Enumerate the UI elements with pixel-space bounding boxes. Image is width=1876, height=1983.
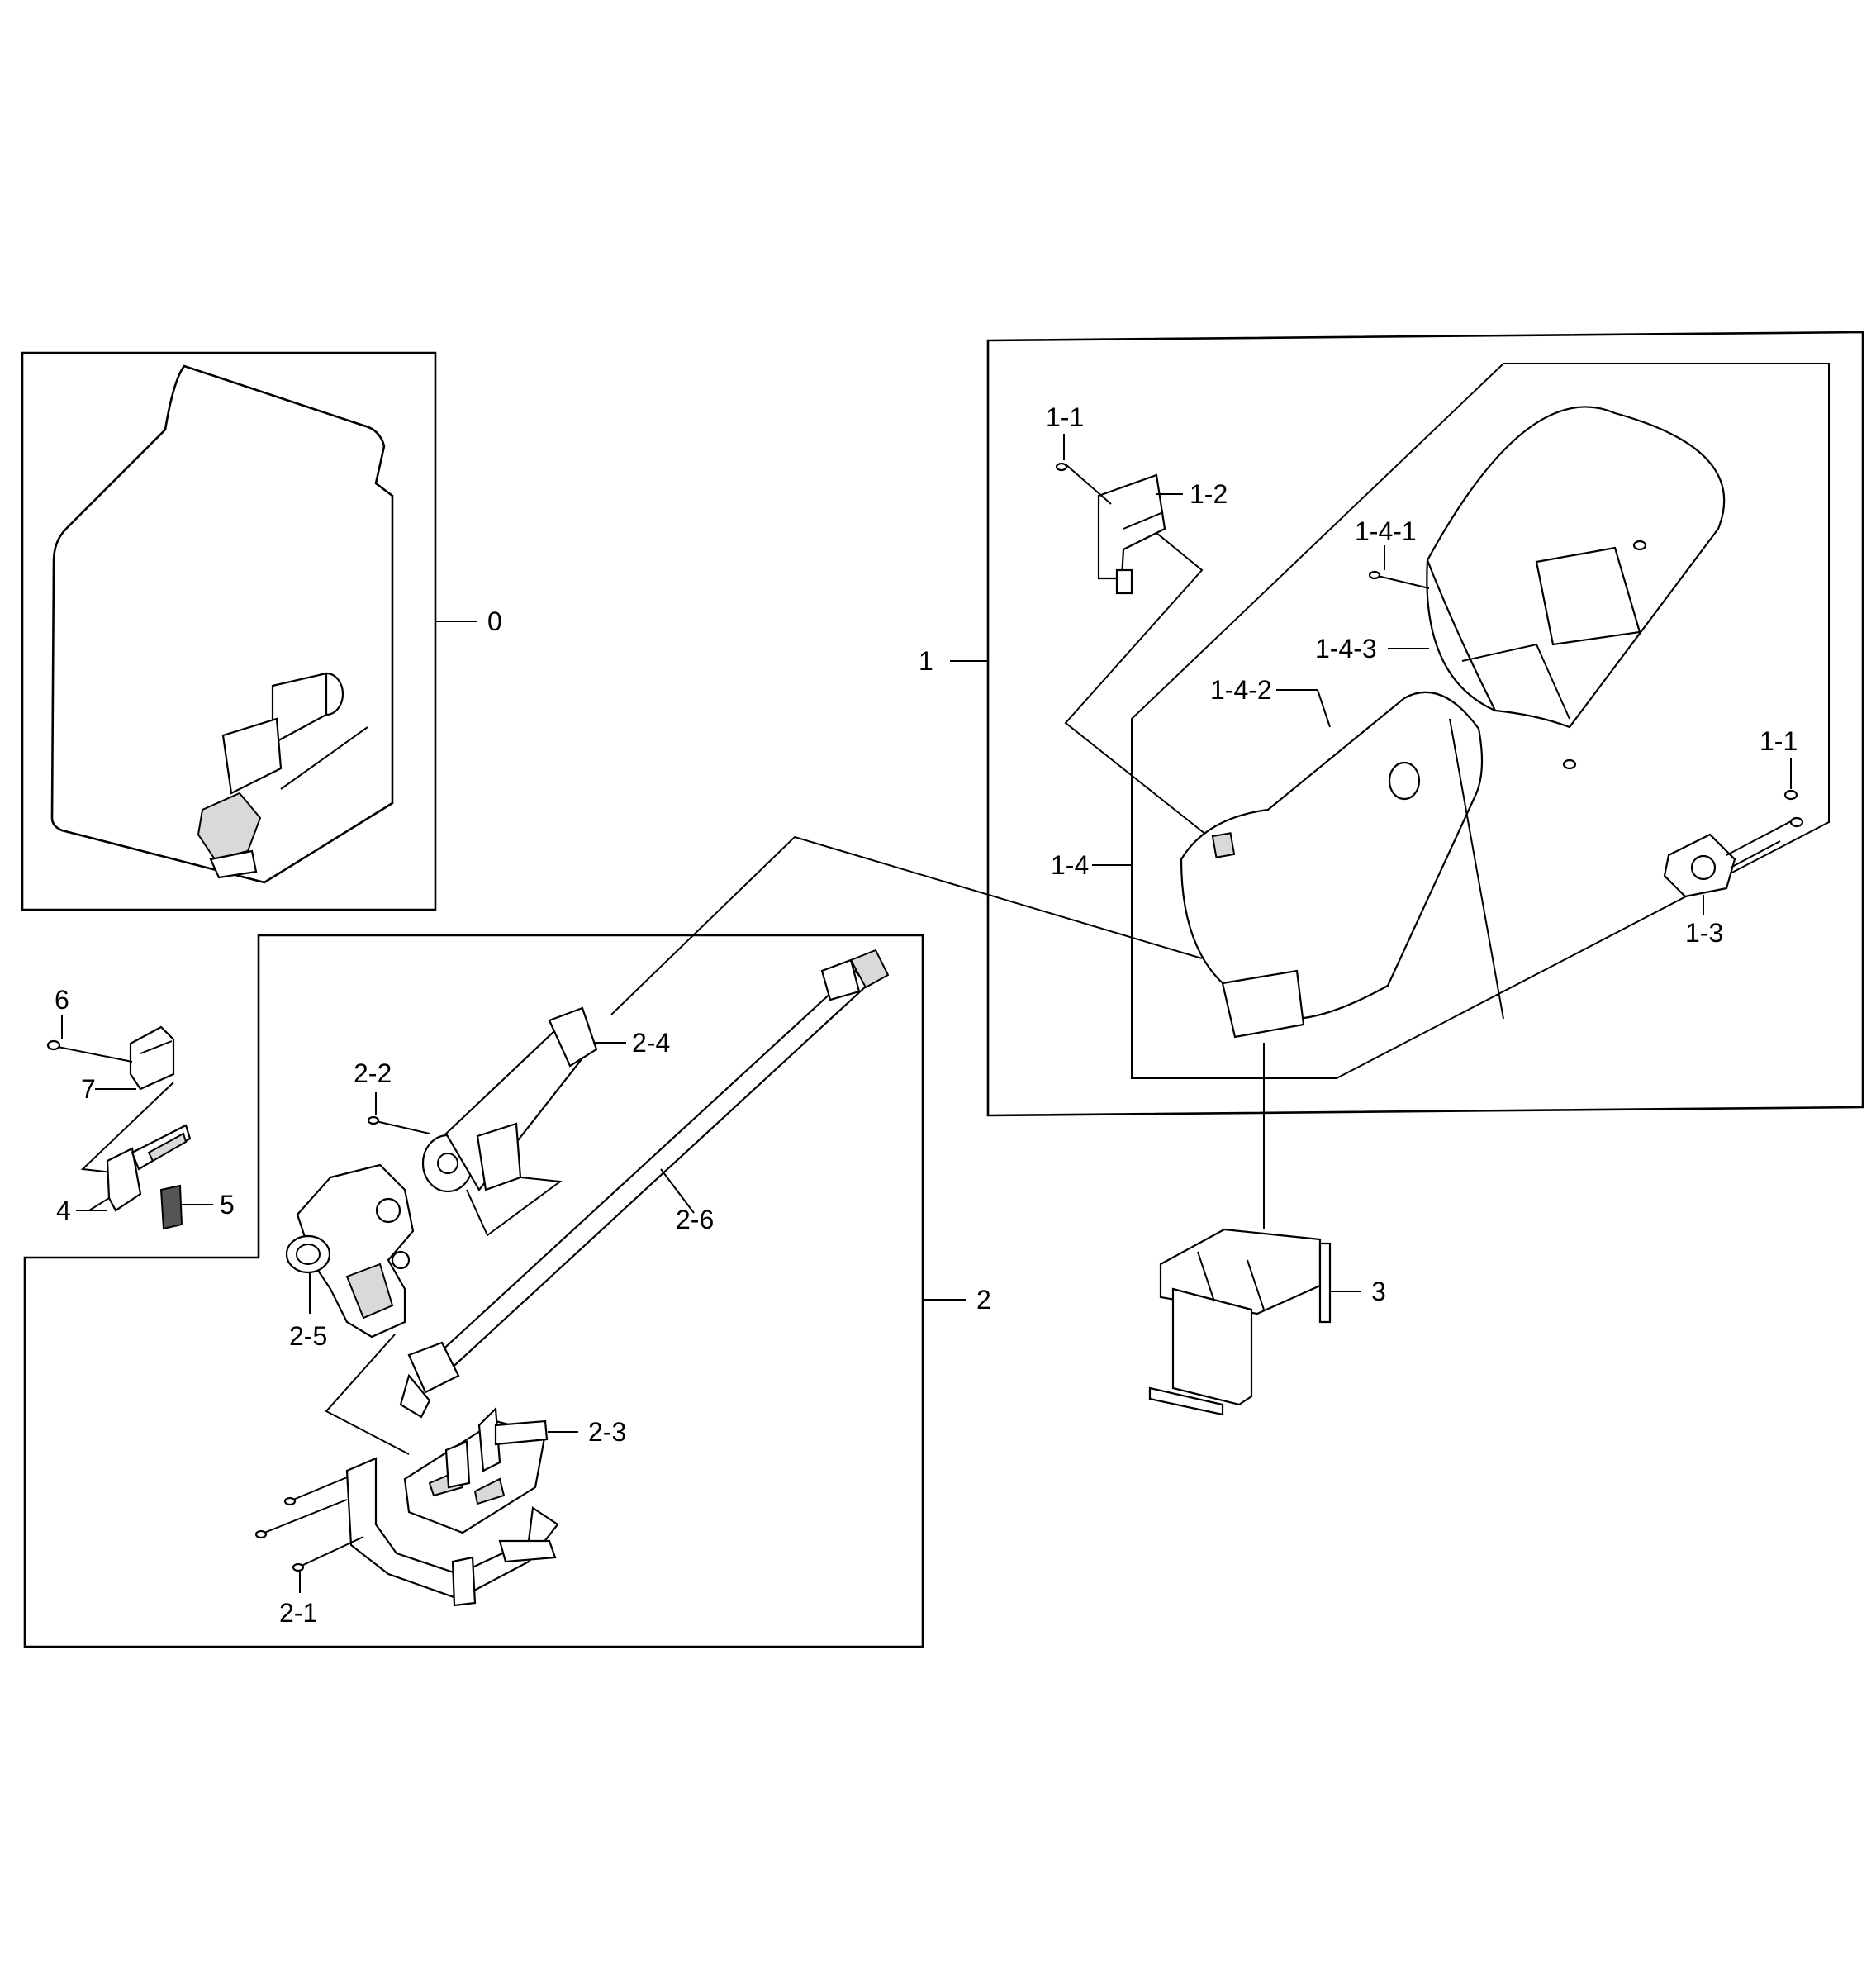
flame-sensor-1-3 xyxy=(1663,789,1804,898)
valve-bracket-2-3 xyxy=(345,1406,559,1607)
callout-label-2-1: 2-1 xyxy=(279,1598,317,1628)
callout-1-4-2: 1-4-2 xyxy=(1210,675,1331,728)
leader-2-5-to-bracket xyxy=(325,1334,410,1455)
callout-label-1-4-2: 1-4-2 xyxy=(1210,675,1272,705)
igniter-4 xyxy=(88,1124,192,1212)
callout-label-1-4: 1-4 xyxy=(1051,850,1089,880)
callout-label-1-3: 1-3 xyxy=(1685,918,1723,948)
dryer-burner-assembly-mini xyxy=(197,672,368,879)
outer-housing-1-4-2 xyxy=(1180,691,1484,1039)
burner-tube-2-4 xyxy=(421,1006,598,1237)
screw-1-4-1 xyxy=(1368,540,1647,770)
igniter-clip-7 xyxy=(129,1025,175,1091)
callout-7: 7 xyxy=(81,1074,136,1104)
callout-2-6: 2-6 xyxy=(660,1168,714,1234)
dryer-cabinet-outline xyxy=(50,364,394,884)
callout-label-2-2: 2-2 xyxy=(354,1058,392,1088)
callout-label-1: 1 xyxy=(919,646,933,676)
group-0-box xyxy=(21,351,437,911)
callout-label-1-2: 1-2 xyxy=(1190,479,1228,509)
screw-2-2 xyxy=(367,1115,430,1134)
callout-1-1b: 1-1 xyxy=(1760,726,1798,789)
callout-1-4-1: 1-4-1 xyxy=(1355,516,1417,570)
callout-1-4-3: 1-4-3 xyxy=(1315,634,1429,663)
callout-label-2: 2 xyxy=(976,1285,991,1315)
callout-2: 2 xyxy=(923,1285,991,1315)
gas-valve-2-5 xyxy=(285,1163,415,1339)
callout-2-5: 2-5 xyxy=(289,1272,327,1351)
callout-label-2-3: 2-3 xyxy=(588,1417,626,1447)
callout-5: 5 xyxy=(182,1190,235,1220)
callout-label-2-6: 2-6 xyxy=(676,1205,714,1234)
callout-0: 0 xyxy=(435,606,502,636)
callout-2-4: 2-4 xyxy=(593,1028,670,1058)
callout-label-2-5: 2-5 xyxy=(289,1321,327,1351)
leader-1-4-3-to-outer xyxy=(1449,718,1504,1020)
screws-2-1 xyxy=(254,1477,364,1572)
callout-6: 6 xyxy=(55,985,69,1039)
screw-6 xyxy=(46,1039,133,1063)
callout-label-1-4-1: 1-4-1 xyxy=(1355,516,1417,546)
callout-label-1-1b: 1-1 xyxy=(1760,726,1798,756)
callout-label-1-4-3: 1-4-3 xyxy=(1315,634,1377,663)
callout-label-5: 5 xyxy=(220,1190,235,1220)
callout-label-7: 7 xyxy=(81,1074,96,1104)
callout-1-4: 1-4 xyxy=(1051,850,1132,880)
callout-label-0: 0 xyxy=(487,606,502,636)
callout-1-1a: 1-1 xyxy=(1046,402,1084,460)
group-2-box xyxy=(23,934,924,1648)
callout-2-2: 2-2 xyxy=(354,1058,392,1115)
leader-2-4-to-housing xyxy=(610,835,1203,1015)
igniter-shield-5 xyxy=(159,1184,183,1230)
callout-label-3: 3 xyxy=(1371,1277,1386,1306)
mounting-bracket-3 xyxy=(1148,1228,1332,1416)
callout-2-1: 2-1 xyxy=(279,1572,317,1628)
callout-label-2-4: 2-4 xyxy=(632,1028,670,1058)
inner-flame-cylinder-1-4-3 xyxy=(1426,406,1726,729)
bracket-1-2 xyxy=(1064,473,1207,835)
callout-label-4: 4 xyxy=(56,1196,71,1225)
callout-1-3: 1-3 xyxy=(1685,895,1723,948)
callout-label-6: 6 xyxy=(55,985,69,1015)
callout-2-3: 2-3 xyxy=(548,1417,626,1447)
screw-1-1a xyxy=(1055,462,1112,505)
callout-3: 3 xyxy=(1330,1277,1386,1306)
callout-1: 1 xyxy=(919,646,988,676)
callout-1-2: 1-2 xyxy=(1156,479,1228,509)
callout-4: 4 xyxy=(56,1196,107,1225)
group-1-box xyxy=(986,330,1864,1117)
callout-label-1-1a: 1-1 xyxy=(1046,402,1084,432)
gas-line-2-6 xyxy=(399,949,890,1419)
